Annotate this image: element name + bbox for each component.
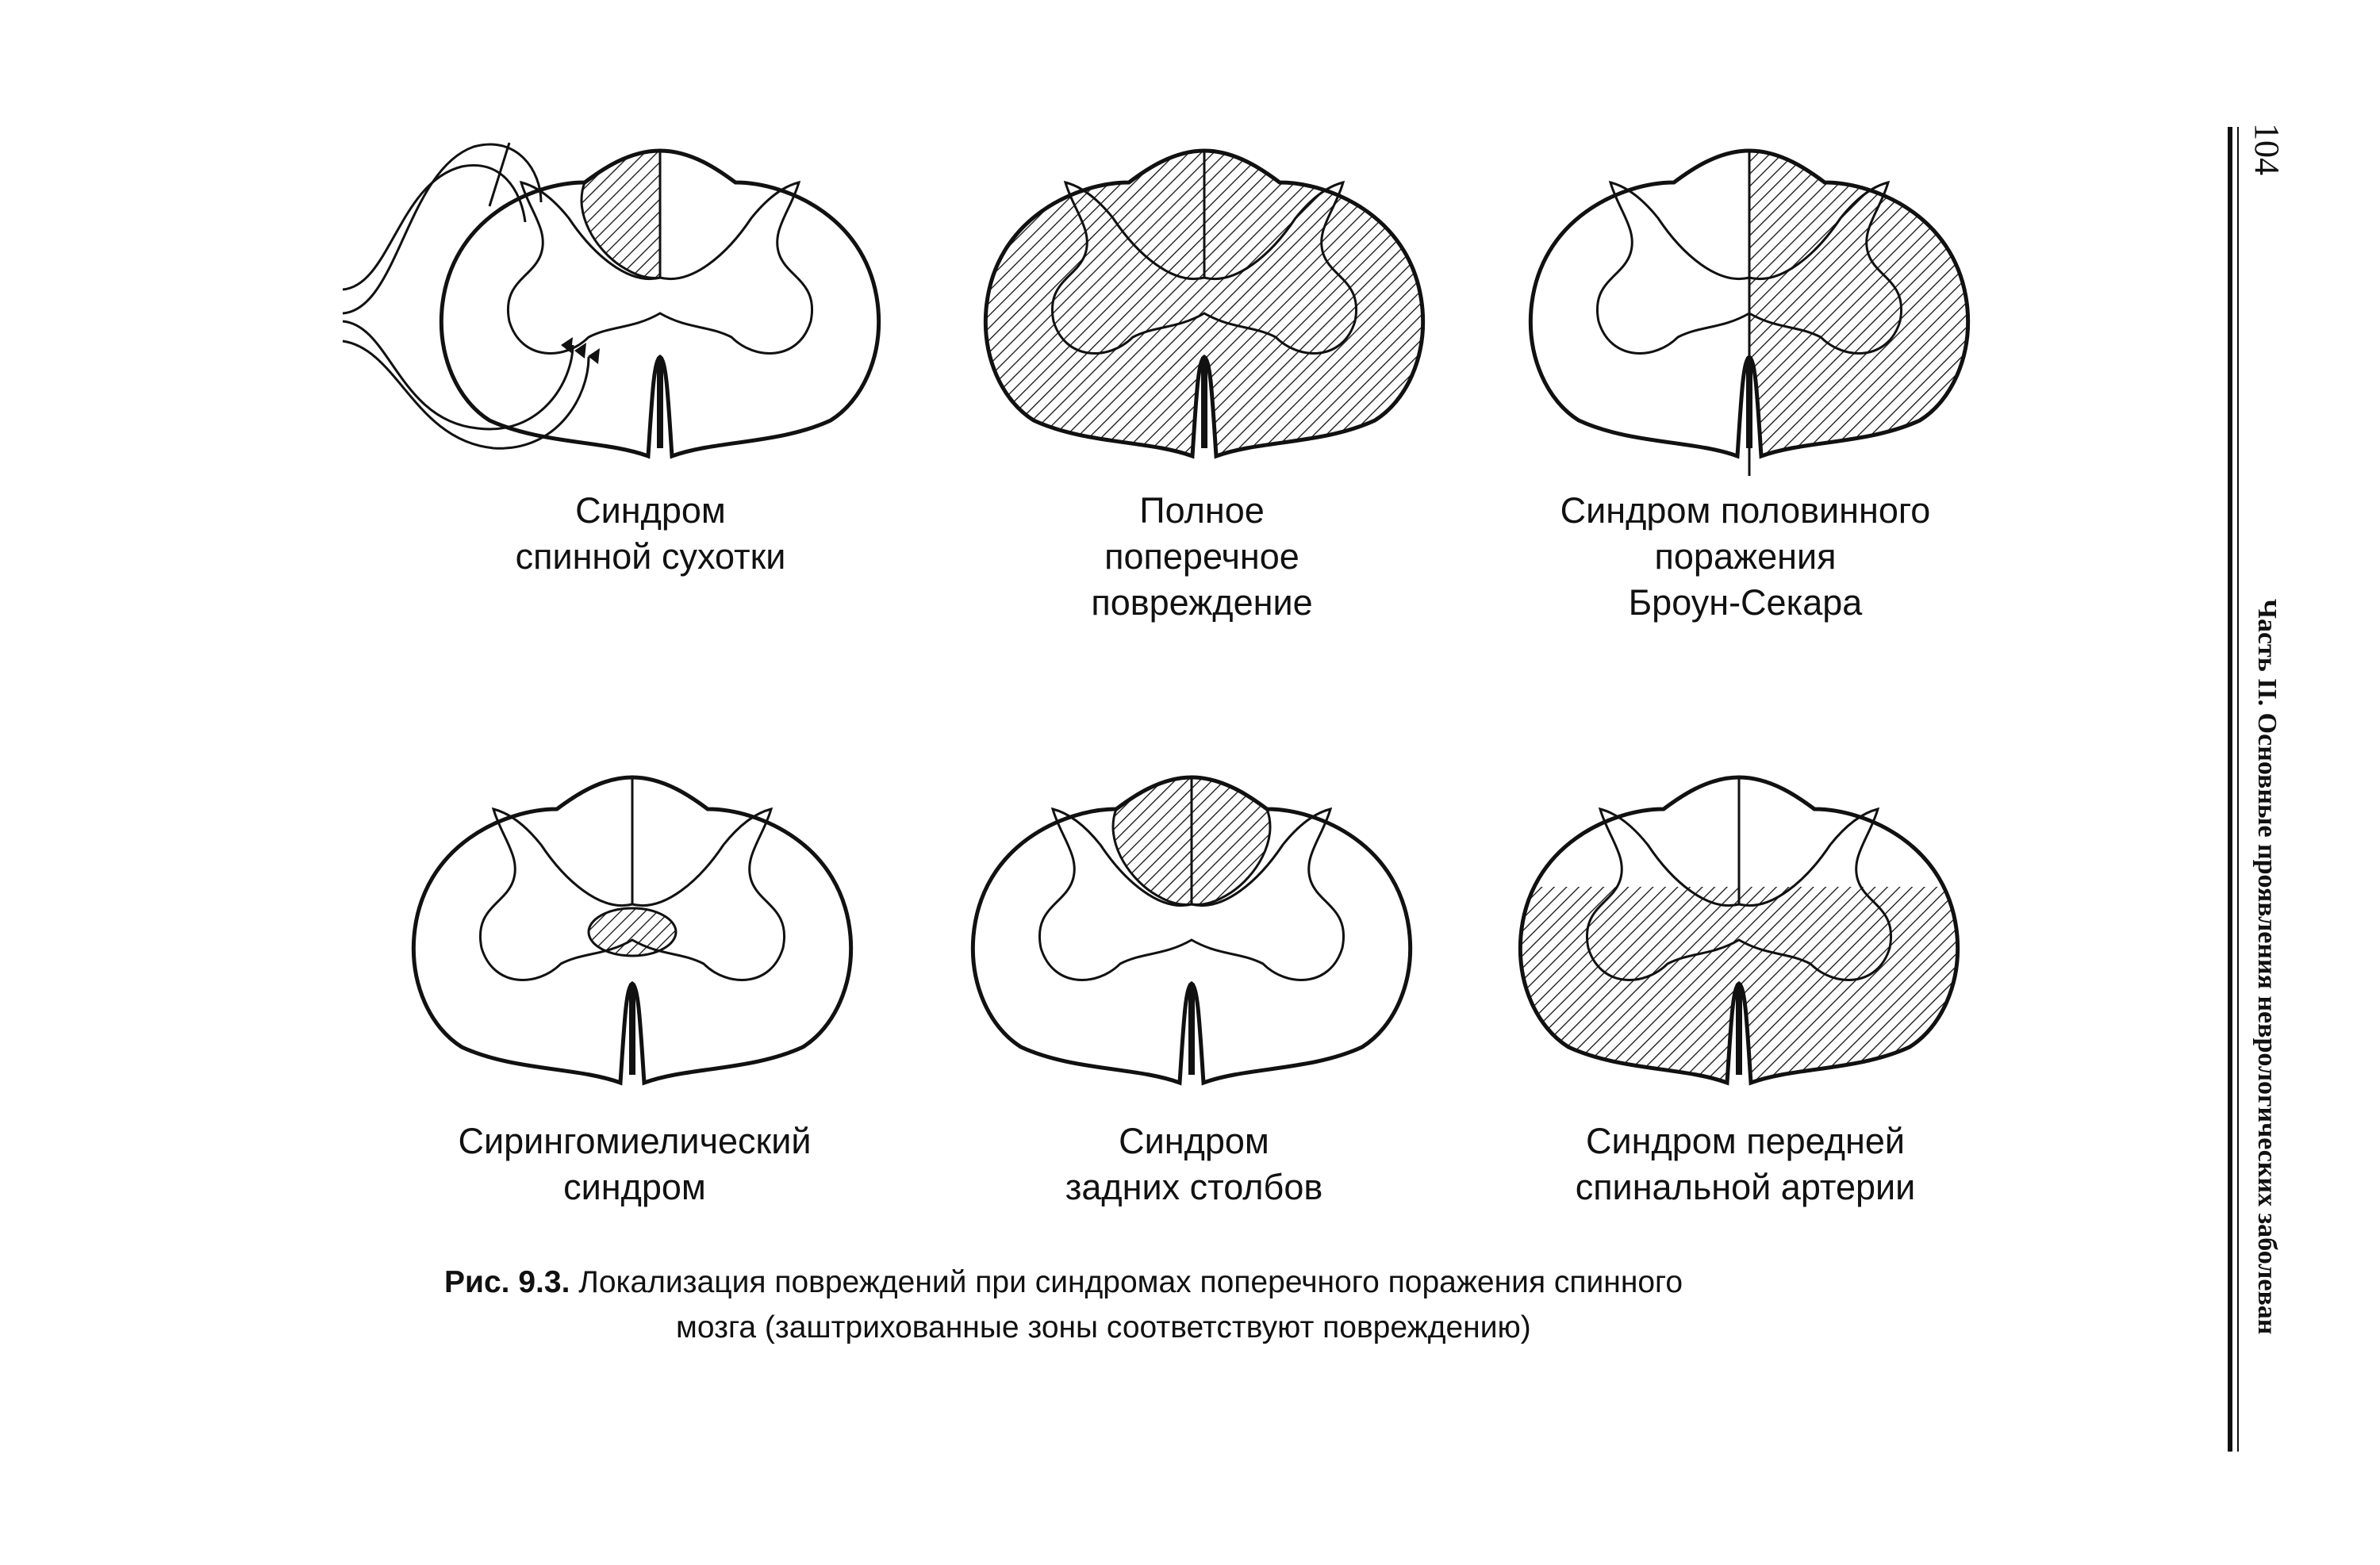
caption-line1: Локализация повреждений при синдромах по… [578, 1265, 1683, 1299]
caption-line2: мозга (заштрихованные зоны соответствуют… [676, 1310, 1531, 1344]
section-anterior-spinal-artery [1509, 777, 1969, 1093]
running-head: Часть II. Основные проявления неврологич… [2252, 599, 2282, 1335]
label-syringomyelia: Сирингомиелический синдром [458, 1121, 812, 1207]
side-margin: 104 Часть II. Основные проявления неврол… [2239, 123, 2294, 1456]
section-brown-sequard [1530, 143, 1979, 476]
label-posterior-columns: Синдром задних столбов [1065, 1121, 1323, 1207]
figure-number: Рис. 9.3. [444, 1265, 570, 1299]
label-brown-sequard: Синдром половинного поражения Броун-Сека… [1560, 490, 1931, 623]
section-tabes [342, 142, 879, 456]
section-posterior-columns [973, 777, 1410, 1083]
section-complete-transection [985, 151, 1422, 456]
label-complete-transection: Полное поперечное повреждение [1091, 490, 1313, 623]
label-anterior-spinal-artery: Синдром передней спинальной артерии [1575, 1121, 1916, 1207]
figure-caption: Рис. 9.3. Локализация повреждений при си… [444, 1260, 1872, 1350]
margin-rule-thick [2228, 127, 2232, 1452]
margin-rule-thin [2237, 127, 2239, 1452]
page-number: 104 [2248, 123, 2286, 175]
section-syringomyelia [413, 777, 850, 1083]
label-tabes: Синдром спинной сухотки [515, 490, 786, 577]
